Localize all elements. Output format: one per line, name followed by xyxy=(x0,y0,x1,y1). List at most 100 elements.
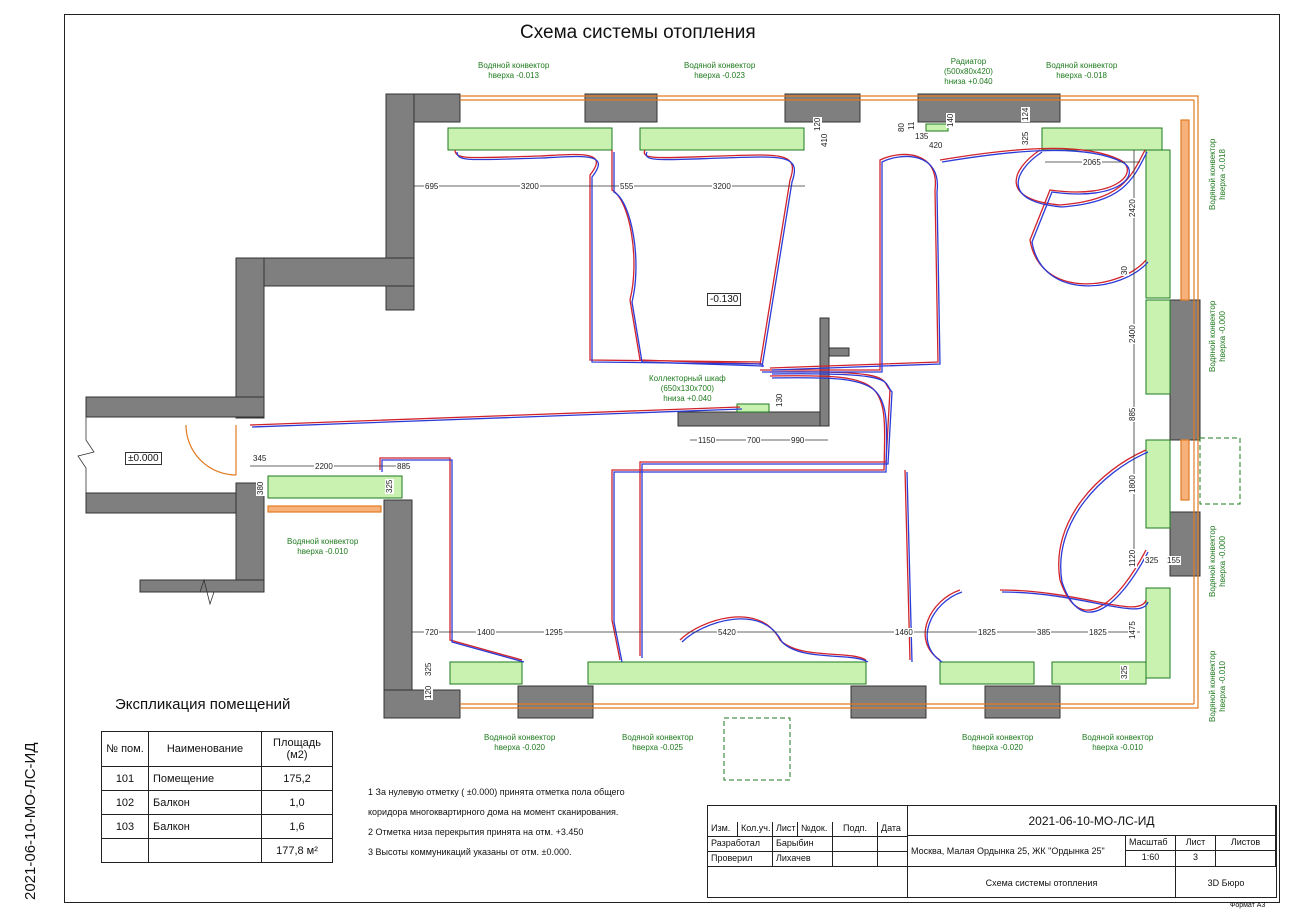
dim-155: 155 xyxy=(1166,556,1182,565)
table-cell: 1,0 xyxy=(261,790,333,815)
dim-1150: 1150 xyxy=(697,436,717,445)
dim-325r: 325 xyxy=(1144,556,1160,565)
dim-345: 345 xyxy=(252,454,268,463)
stamp-dev-name: Барыбин xyxy=(773,837,833,852)
stamp-sheet: 3 xyxy=(1176,851,1216,867)
outer-wall-lines xyxy=(185,95,1199,709)
note-line: коридора многоквартирного дома на момент… xyxy=(368,807,619,817)
label-collector: Коллекторный шкаф(650х130х700)hниза +0.0… xyxy=(649,374,726,403)
table-cell xyxy=(148,838,262,863)
explication-title: Экспликация помещений xyxy=(115,696,291,713)
dim-325bl: 325 xyxy=(424,661,433,677)
table-cell: 102 xyxy=(101,790,149,815)
stamp-scale: 1:60 xyxy=(1126,851,1176,867)
sheet-frame xyxy=(64,14,1280,903)
format-label: Формат А3 xyxy=(1230,902,1266,909)
walls xyxy=(85,93,1201,719)
stamp-sheets-h: Листов xyxy=(1216,836,1276,851)
dim-3200b: 3200 xyxy=(712,182,732,191)
dim-1800: 1800 xyxy=(1128,474,1137,494)
balconies xyxy=(723,437,1241,781)
dim-1460: 1460 xyxy=(894,628,914,637)
table-cell: Балкон xyxy=(148,814,262,839)
dim-410: 410 xyxy=(820,132,829,148)
dim-11: 11 xyxy=(907,120,916,131)
stamp-col: Дата xyxy=(878,822,908,837)
stamp-code: 2021-06-10-МО-ЛС-ИД xyxy=(908,806,1276,836)
level-mark-entry: ±0.000 xyxy=(125,452,162,465)
stamp-dev-role: Разработал xyxy=(708,837,773,852)
level-mark-main: -0.130 xyxy=(707,293,742,306)
convectors xyxy=(267,123,1171,685)
table-row: 177,8 м² xyxy=(101,838,333,863)
table-cell: 101 xyxy=(101,766,149,791)
table-cell: 175,2 xyxy=(261,766,333,791)
stamp-company: 3D Бюро xyxy=(1176,867,1276,898)
table-cell: 1,6 xyxy=(261,814,333,839)
stamp-col: Изм. xyxy=(708,822,738,837)
table-row: 102 Балкон 1,0 xyxy=(101,790,333,815)
dim-325t: 325 xyxy=(1021,130,1030,146)
dim-30: 30 xyxy=(1120,265,1129,276)
table-cell: Балкон xyxy=(148,790,262,815)
title-block: 2021-06-10-МО-ЛС-ИД Изм. Кол.уч. Лист №д… xyxy=(707,805,1277,898)
drawing-title: Схема системы отопления xyxy=(520,22,756,43)
dim-555: 555 xyxy=(619,182,635,191)
dim-124: 124 xyxy=(1021,106,1030,122)
dim-1295: 1295 xyxy=(544,628,564,637)
dim-325l: 325 xyxy=(385,478,394,494)
table-cell: 177,8 м² xyxy=(261,838,333,863)
dim-2200: 2200 xyxy=(314,462,334,471)
dim-140: 140 xyxy=(946,112,955,128)
dim-130: 130 xyxy=(775,392,784,408)
dim-700: 700 xyxy=(746,436,762,445)
stamp-col: Подп. xyxy=(833,822,878,837)
table-row: 101 Помещение 175,2 xyxy=(101,766,333,791)
explication-table: № пом. Наименование Площадь (м2) 101 Пом… xyxy=(101,731,333,863)
table-row: 103 Балкон 1,6 xyxy=(101,814,333,839)
stamp-sheet-h: Лист xyxy=(1176,836,1216,851)
dim-2400: 2400 xyxy=(1128,324,1137,344)
dim-1825a: 1825 xyxy=(977,628,997,637)
dim-885l: 885 xyxy=(396,462,412,471)
stamp-chk-role: Проверил xyxy=(708,852,773,867)
dim-380: 380 xyxy=(256,480,265,496)
header-cell: Наименование xyxy=(148,731,262,767)
table-cell: Помещение xyxy=(148,766,262,791)
dim-120: 120 xyxy=(813,116,822,132)
header-cell: Площадь (м2) xyxy=(261,731,333,767)
table-header: № пом. Наименование Площадь (м2) xyxy=(101,731,333,767)
dim-325br: 325 xyxy=(1120,664,1129,680)
dim-2420: 2420 xyxy=(1128,198,1137,218)
note-line: 3 Высоты коммуникаций указаны от отм. ±0… xyxy=(368,847,572,857)
dim-1475: 1475 xyxy=(1128,620,1137,640)
stamp-address: Москва, Малая Ордынка 25, ЖК "Ордынка 25… xyxy=(908,836,1126,867)
stamp-chk-name: Лихачев xyxy=(773,852,833,867)
dim-1825b: 1825 xyxy=(1088,628,1108,637)
dim-120bl: 120 xyxy=(424,684,433,700)
dim-1120: 1120 xyxy=(1128,548,1137,568)
dim-2065: 2065 xyxy=(1082,158,1102,167)
table-cell: 103 xyxy=(101,814,149,839)
dim-420: 420 xyxy=(928,141,944,150)
stamp-scale-h: Масштаб xyxy=(1126,836,1176,851)
dim-3200a: 3200 xyxy=(520,182,540,191)
dim-720: 720 xyxy=(424,628,440,637)
stamp-col: №док. xyxy=(798,822,833,837)
stamp-drawing: Схема системы отопления xyxy=(908,867,1176,898)
dim-1400: 1400 xyxy=(476,628,496,637)
stamp-sheets xyxy=(1216,851,1276,867)
dim-885r: 885 xyxy=(1128,406,1137,422)
